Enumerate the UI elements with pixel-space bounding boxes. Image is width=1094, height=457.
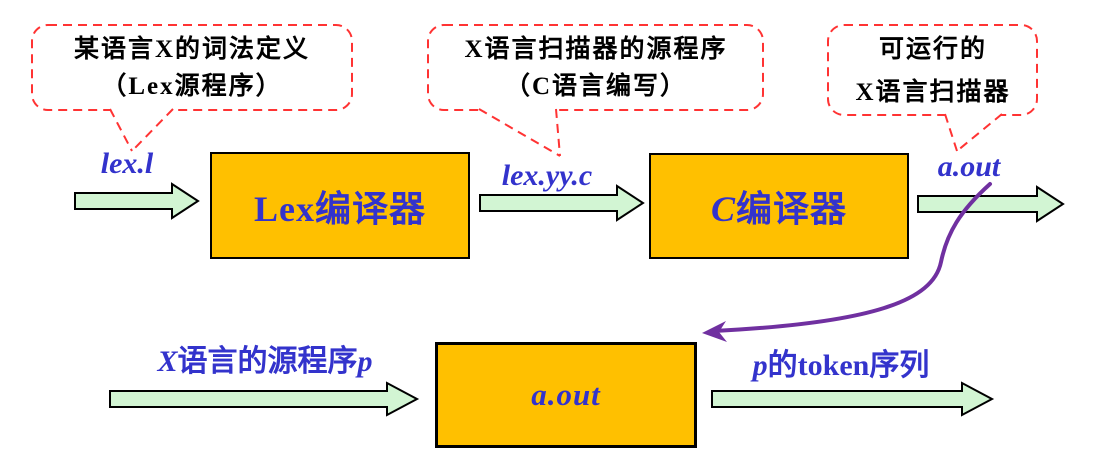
curve-aout-to-bottom-box [712, 182, 992, 333]
label-part: 编译器 [736, 189, 848, 229]
label-part: p [752, 349, 768, 382]
box-a-out-label: a.out [531, 377, 601, 412]
arrow-source-to-aoutbox [109, 381, 420, 417]
box-c-compiler: C编译器 [649, 153, 909, 259]
callout-bubble-scanner-source [427, 24, 764, 157]
label-lex-yy-c: lex.yy.c [501, 159, 593, 192]
box-lex-compiler-label: Lex编译器 [254, 188, 426, 229]
callout-runnable-scanner-text: 可运行的 X语言扫描器 [855, 28, 1010, 114]
arrow-lexyyc-to-cbox [479, 184, 645, 222]
label-lex-l: lex.l [100, 147, 154, 180]
callout-line: X语言扫描器的源程序 [464, 36, 728, 63]
box-lex-compiler: Lex编译器 [210, 152, 470, 259]
label-token-sequence: p的token序列 [753, 340, 930, 384]
callout-line: （Lex源程序） [101, 73, 283, 100]
arrow-aout-output [917, 185, 1065, 223]
label-part: X [157, 345, 178, 378]
callout-line: 可运行的 [878, 36, 987, 63]
arrow-lexl-to-lexbox [74, 182, 200, 220]
callout-lex-source-text: 某语言X的词法定义 （Lex源程序） [74, 31, 310, 105]
box-a-out: a.out [435, 342, 697, 448]
label-part: 语言的源程序 [177, 345, 358, 378]
label-part: p [357, 345, 373, 378]
arrow-token-output [711, 381, 995, 417]
box-c-compiler-label: C编译器 [711, 180, 847, 232]
callout-bubble-lex-source [31, 24, 353, 152]
callout-scanner-source-text: X语言扫描器的源程序 （C语言编写） [464, 31, 727, 105]
callout-line: X语言扫描器 [855, 79, 1011, 106]
label-part: 的token序列 [767, 349, 930, 382]
curve-arrowhead [702, 321, 727, 342]
callout-bubble-runnable-scanner [827, 24, 1038, 152]
label-source-program-p: X语言的源程序p [157, 336, 372, 380]
callout-line: 某语言X的词法定义 [73, 36, 311, 63]
label-part: C [710, 189, 736, 229]
callout-line: （C语言编写） [504, 73, 688, 100]
label-a-out: a.out [937, 150, 1001, 183]
